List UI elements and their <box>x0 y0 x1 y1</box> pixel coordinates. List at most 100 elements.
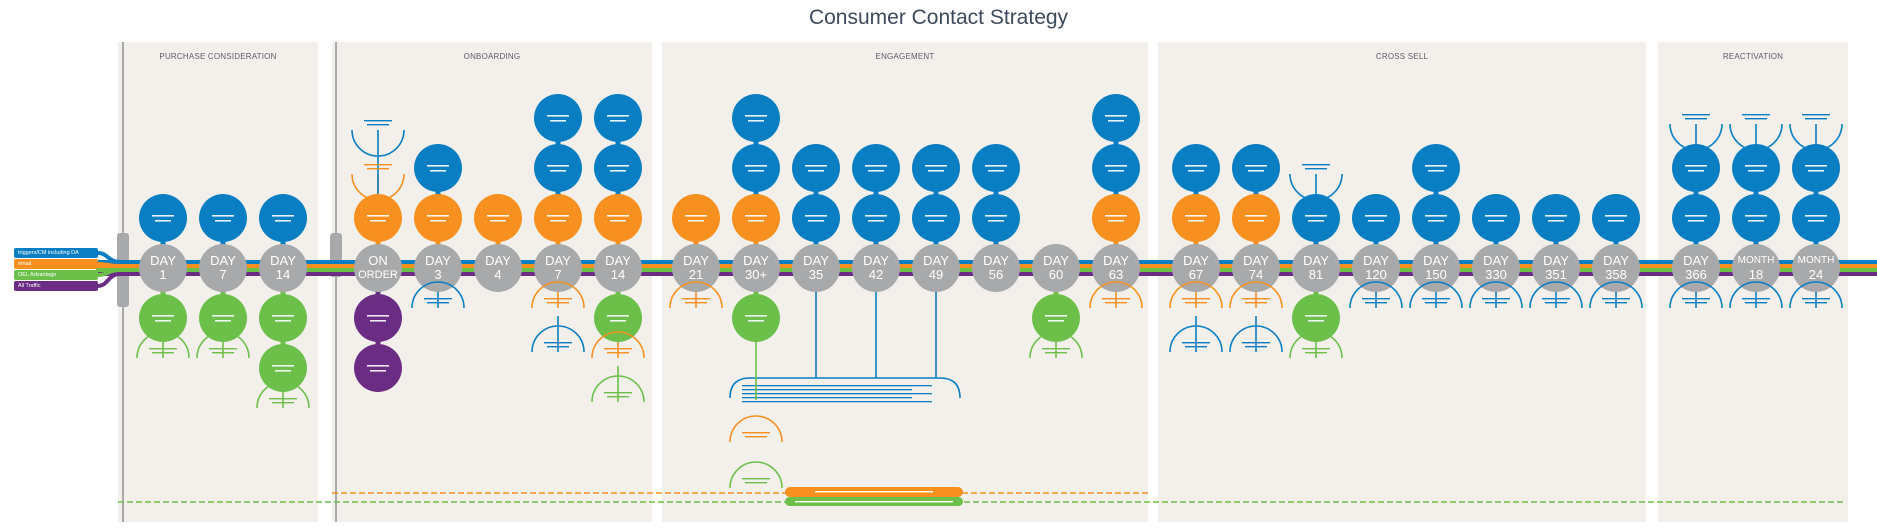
green-below-callout <box>256 381 310 409</box>
blue-above-callout <box>1729 123 1783 151</box>
bubble-text-line <box>988 220 1004 222</box>
blue-contact-bubble <box>912 144 960 192</box>
engagement-bracket <box>729 377 961 399</box>
blue-contact-bubble <box>259 194 307 242</box>
bubble-text-line <box>1548 220 1564 222</box>
bubble-text-line <box>610 320 626 322</box>
green-contact-bubble <box>259 344 307 392</box>
bubble-text-line <box>868 170 884 172</box>
blue-contact-bubble <box>972 144 1020 192</box>
blue-below-callout <box>1169 325 1223 353</box>
callout-text-line <box>1245 302 1267 304</box>
bubble-text-line <box>748 320 764 322</box>
blue-contact-bubble <box>594 94 642 142</box>
callout-text-line <box>1745 118 1767 120</box>
bubble-text-line <box>427 165 449 167</box>
bracket-text-line <box>742 389 912 391</box>
callout-text-line <box>1182 298 1210 300</box>
bubble-text-line <box>370 220 386 222</box>
orange-contact-bubble <box>534 194 582 242</box>
bubble-text-line <box>1688 220 1704 222</box>
orange-below-callout <box>729 415 783 443</box>
bubble-text-line <box>805 165 827 167</box>
bubble-text-line <box>985 165 1007 167</box>
blue-contact-bubble <box>1472 194 1520 242</box>
callout-text-line <box>1485 302 1507 304</box>
bubble-text-line <box>748 170 764 172</box>
bubble-text-line <box>610 170 626 172</box>
callout-text-line <box>742 478 770 480</box>
callout-text-line <box>1682 114 1710 116</box>
orange-below-callout <box>1169 281 1223 309</box>
bubble-text-line <box>1685 215 1707 217</box>
legend-connector <box>97 251 121 264</box>
callout-text-line <box>1802 298 1830 300</box>
bubble-text-line <box>367 365 389 367</box>
callout-text-line <box>1685 118 1707 120</box>
bubble-text-line <box>865 165 887 167</box>
bubble-text-line <box>607 315 629 317</box>
blue-contact-bubble <box>852 194 900 242</box>
blue-contact-bubble <box>732 144 780 192</box>
bubble-text-line <box>1305 315 1327 317</box>
callout-text-line <box>1542 298 1570 300</box>
legend-connector <box>97 272 121 288</box>
callout-text-line <box>1242 298 1270 300</box>
bubble-text-line <box>1808 220 1824 222</box>
purple-contact-bubble <box>354 344 402 392</box>
pill-text-line <box>795 501 953 503</box>
blue-above-callout <box>1789 123 1843 151</box>
bubble-text-line <box>685 215 707 217</box>
bubble-text-line <box>550 170 566 172</box>
bubble-text-line <box>1105 165 1127 167</box>
green-below-callout <box>1289 331 1343 359</box>
bracket-text-line <box>742 385 932 387</box>
callout-text-line <box>1685 302 1707 304</box>
bubble-text-line <box>1425 215 1447 217</box>
pill-text-line <box>815 491 933 493</box>
blue-below-callout <box>1469 281 1523 309</box>
blue-below-callout <box>1729 281 1783 309</box>
blue-contact-bubble <box>792 144 840 192</box>
orange-contact-bubble <box>1092 194 1140 242</box>
orange-contact-bubble <box>672 194 720 242</box>
callout-text-line <box>1682 298 1710 300</box>
green-contact-bubble <box>1292 294 1340 342</box>
bubble-text-line <box>1428 220 1444 222</box>
page-title: Consumer Contact Strategy <box>808 6 1069 29</box>
callout-text-line <box>424 298 452 300</box>
bubble-text-line <box>610 220 626 222</box>
blue-below-callout <box>1349 281 1403 309</box>
bubble-text-line <box>607 115 629 117</box>
legend-connector <box>97 268 121 277</box>
callout-text-line <box>1102 298 1130 300</box>
bubble-text-line <box>1365 215 1387 217</box>
bubble-text-line <box>212 315 234 317</box>
callout-text-line <box>212 352 234 354</box>
orange-below-callout <box>1089 281 1143 309</box>
bubble-text-line <box>925 165 947 167</box>
bubble-text-line <box>1688 170 1704 172</box>
bubble-text-line <box>1108 220 1124 222</box>
bubble-text-line <box>1105 215 1127 217</box>
blue-below-callout <box>1529 281 1583 309</box>
bubble-text-line <box>547 215 569 217</box>
callout-text-line <box>1802 114 1830 116</box>
callout-text-line <box>1105 302 1127 304</box>
milestone-circle <box>594 244 642 292</box>
callout-text-line <box>1805 118 1827 120</box>
callout-text-line <box>604 348 632 350</box>
bubble-text-line <box>367 315 389 317</box>
blue-contact-bubble <box>1352 194 1400 242</box>
bubble-text-line <box>988 170 1004 172</box>
orange-contact-bubble <box>414 194 462 242</box>
bubble-text-line <box>550 220 566 222</box>
callout-text-line <box>367 124 389 126</box>
bubble-text-line <box>430 170 446 172</box>
green-contact-bubble <box>1032 294 1080 342</box>
bubble-text-line <box>1245 215 1267 217</box>
bubble-text-line <box>1425 165 1447 167</box>
phase-title: REACTIVATION <box>1722 52 1784 61</box>
callout-text-line <box>1242 342 1270 344</box>
callout-text-line <box>607 396 629 398</box>
